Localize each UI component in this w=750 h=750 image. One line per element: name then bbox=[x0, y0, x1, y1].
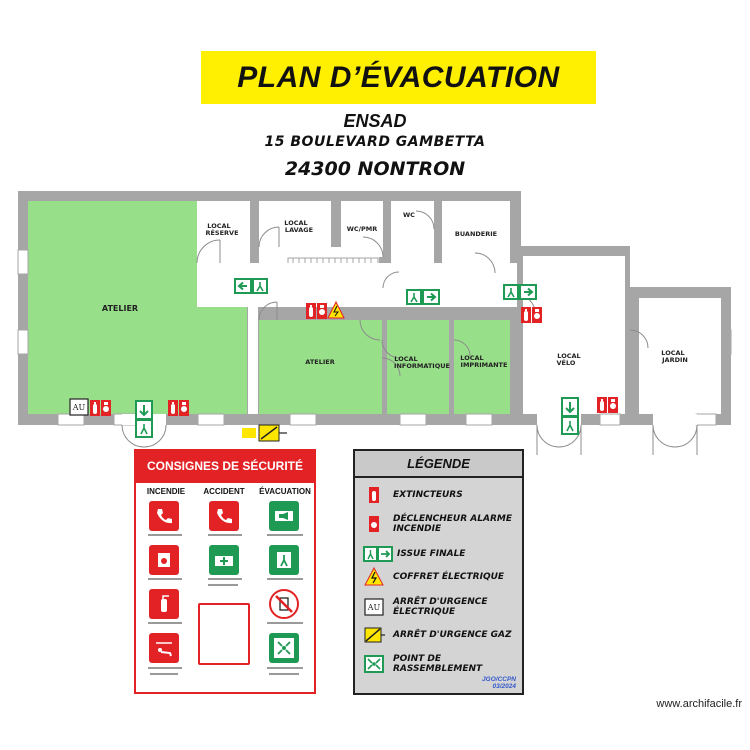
room-local-lavage bbox=[259, 201, 331, 247]
room-label-velo-1: LOCAL bbox=[557, 352, 580, 360]
svg-text:AU: AU bbox=[72, 403, 86, 412]
speaker-icon bbox=[269, 501, 299, 531]
page-title: PLAN D’ÉVACUATION bbox=[237, 60, 560, 94]
room-local-jardin bbox=[639, 298, 721, 414]
extinguisher-icon bbox=[90, 400, 100, 416]
room-label-velo-2: VÉLO bbox=[557, 358, 576, 367]
room-label-wc-pmr: WC/PMR bbox=[347, 225, 378, 233]
room-label-jardin-2: JARDIN bbox=[661, 356, 688, 364]
room-label-atelier-small: ATELIER bbox=[305, 358, 334, 366]
room-label-atelier-main: ATELIER bbox=[102, 304, 138, 313]
crawl-under-smoke-icon bbox=[149, 633, 179, 663]
fire-alarm-icon bbox=[608, 397, 618, 413]
safety-instructions-panel: CONSIGNES DE SÉCURITÉ INCENDIE ACCIDENT … bbox=[134, 449, 316, 694]
electrical-box-icon bbox=[327, 300, 345, 319]
legend-label: ARRÊT D'URGENCE GAZ bbox=[393, 630, 512, 640]
school-name: ENSAD bbox=[343, 111, 407, 131]
column-incendie: INCENDIE bbox=[146, 487, 186, 496]
legend-label: EXTINCTEURS bbox=[393, 490, 463, 500]
room-label-reserve-2: RÉSERVE bbox=[205, 228, 238, 237]
svg-text:AU: AU bbox=[367, 603, 381, 612]
assembly-point-icon bbox=[364, 655, 384, 673]
plan-credit: JGO/CCPN 03/2024 bbox=[482, 676, 516, 690]
legend-item-exit: ISSUE FINALE bbox=[363, 545, 518, 563]
electric-shutoff-icon: AU bbox=[364, 598, 384, 616]
room-label-lavage-1: LOCAL bbox=[284, 219, 307, 227]
room-label-imprimante-1: LOCAL bbox=[460, 354, 483, 362]
extinguisher-icon bbox=[168, 400, 178, 416]
exit-sign-icon bbox=[233, 277, 269, 295]
street-address: 15 BOULEVARD GAMBETTA bbox=[264, 134, 486, 150]
legend-item-fire-alarm: DÉCLENCHEUR ALARME INCENDIE bbox=[363, 514, 518, 534]
extinguisher-icon bbox=[521, 307, 531, 323]
exit-sign-icon bbox=[134, 399, 154, 439]
extinguisher-icon bbox=[306, 303, 316, 319]
extinguisher-icon bbox=[149, 589, 179, 619]
room-label-wc: WC bbox=[403, 211, 415, 219]
safety-instructions-body: INCENDIE ACCIDENT ÉVACUATION bbox=[136, 483, 314, 692]
legend-label: DÉCLENCHEUR ALARME INCENDIE bbox=[393, 514, 512, 534]
legend-panel: LÉGENDE EXTINCTEURS DÉCLENCHEUR ALARME I… bbox=[353, 449, 524, 695]
room-local-velo bbox=[523, 256, 625, 414]
fire-alarm-icon bbox=[179, 400, 189, 416]
column-accident: ACCIDENT bbox=[203, 487, 245, 496]
legend-item-electrical-box: COFFRET ÉLECTRIQUE bbox=[363, 567, 518, 586]
first-aid-icon bbox=[209, 545, 239, 575]
exit-sign-icon bbox=[405, 288, 441, 306]
room-buanderie bbox=[442, 201, 510, 273]
fire-alarm-icon bbox=[532, 307, 542, 323]
room-label-imprimante-2: IMPRIMANTE bbox=[461, 361, 508, 369]
room-label-informatique-2: INFORMATIQUE bbox=[394, 362, 450, 370]
room-label-buanderie: BUANDERIE bbox=[455, 230, 497, 238]
gas-shutoff-icon bbox=[364, 627, 385, 643]
legend-label: POINT DE RASSEMBLEMENT bbox=[393, 654, 483, 674]
legend-item-extinguisher: EXTINCTEURS bbox=[363, 486, 518, 504]
gas-shutoff-icon bbox=[242, 424, 287, 442]
legend-item-assembly-point: POINT DE RASSEMBLEMENT bbox=[363, 654, 518, 674]
city-postcode: 24300 NONTRON bbox=[284, 158, 466, 180]
legend-title: LÉGENDE bbox=[355, 451, 522, 478]
room-label-jardin-1: LOCAL bbox=[661, 349, 684, 357]
room-atelier-small bbox=[259, 320, 382, 414]
title-banner: PLAN D’ÉVACUATION bbox=[201, 51, 596, 104]
column-evacuation: ÉVACUATION bbox=[259, 487, 311, 496]
room-label-reserve-1: LOCAL bbox=[207, 222, 230, 230]
legend-label: ISSUE FINALE bbox=[397, 549, 466, 559]
room-label-lavage-2: LAVAGE bbox=[285, 226, 313, 234]
electrical-box-icon bbox=[364, 567, 384, 586]
legend-label: ARRÊT D'URGENCE ÉLECTRIQUE bbox=[393, 597, 488, 617]
phone-icon bbox=[149, 501, 179, 531]
exit-sign-icon bbox=[502, 283, 538, 301]
alarm-button-icon bbox=[149, 545, 179, 575]
exit-icon bbox=[363, 546, 393, 562]
phone-icon bbox=[209, 501, 239, 531]
legend-item-electric-shutoff: AU ARRÊT D'URGENCE ÉLECTRIQUE bbox=[363, 597, 518, 617]
legend-label: COFFRET ÉLECTRIQUE bbox=[393, 572, 505, 582]
corridor bbox=[197, 229, 517, 414]
exit-icon bbox=[269, 545, 299, 575]
footer-link[interactable]: www.archifacile.fr bbox=[656, 698, 742, 710]
fire-alarm-icon bbox=[101, 400, 111, 416]
legend-item-gas-shutoff: ARRÊT D'URGENCE GAZ bbox=[363, 626, 518, 644]
room-local-reserve bbox=[197, 201, 250, 263]
safety-instructions-title: CONSIGNES DE SÉCURITÉ bbox=[146, 458, 304, 473]
accident-steps-box bbox=[198, 603, 250, 665]
room-label-informatique-1: LOCAL bbox=[394, 355, 417, 363]
fire-alarm-icon bbox=[369, 516, 379, 532]
exit-sign-icon bbox=[560, 396, 580, 436]
assembly-point-icon bbox=[269, 633, 299, 663]
no-elevator-icon bbox=[269, 589, 299, 619]
fire-alarm-icon bbox=[317, 303, 327, 319]
extinguisher-icon bbox=[369, 487, 379, 503]
room-wc-pmr bbox=[341, 201, 383, 257]
room-local-imprimante bbox=[454, 320, 510, 414]
electric-shutoff-icon: AU bbox=[69, 398, 89, 416]
extinguisher-icon bbox=[597, 397, 607, 413]
